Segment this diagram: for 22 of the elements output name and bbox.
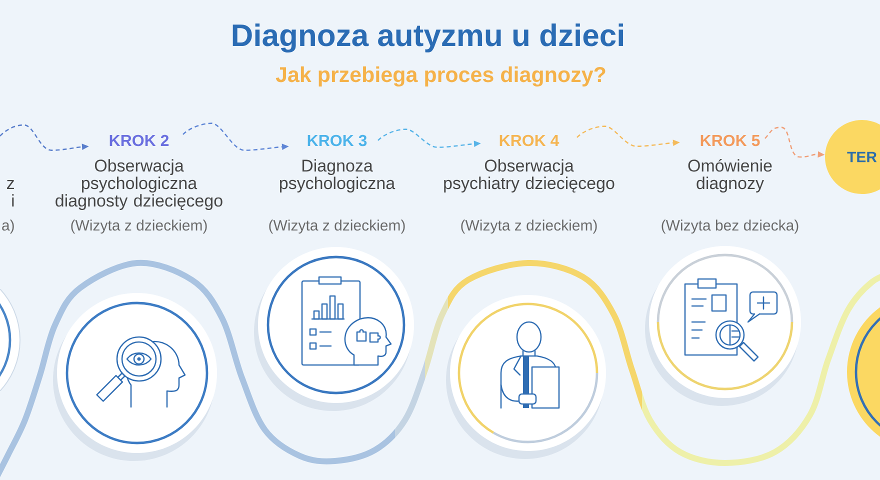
step-title: z i bbox=[7, 180, 14, 206]
visit-note: (Wizyta z dzieckiem) bbox=[461, 220, 597, 234]
step-circle bbox=[53, 293, 217, 461]
step-circle bbox=[645, 246, 801, 406]
step-number: KROK 5 bbox=[700, 134, 760, 146]
step-number: KROK 2 bbox=[110, 134, 169, 146]
step-circle bbox=[446, 295, 606, 459]
step-badge: TER bbox=[825, 120, 880, 194]
visit-note: (Wizyta z dzieckiem) bbox=[269, 220, 405, 234]
visit-note: (Wizyta z dzieckiem) bbox=[71, 220, 207, 234]
step-circle bbox=[254, 247, 414, 411]
visit-note: a) bbox=[2, 220, 14, 234]
step-number: KROK 3 bbox=[308, 134, 367, 146]
step-title: Obserwacja psychologiczna diagnosty dziecięcego bbox=[56, 159, 222, 210]
visit-note: (Wizyta bez dziecka) bbox=[662, 220, 798, 234]
step-number: KROK 4 bbox=[500, 134, 560, 146]
subtitle: Jak przebiega proces diagnozy? bbox=[276, 66, 606, 87]
step-circle bbox=[0, 289, 20, 391]
step-title: Omówienie diagnozy bbox=[688, 158, 772, 193]
step-title: Diagnoza psychologiczna bbox=[280, 159, 396, 193]
title: Diagnoza autyzmu u dzieci bbox=[232, 24, 624, 53]
step-title: Obserwacja psychiatry dziecięcego bbox=[444, 159, 614, 193]
